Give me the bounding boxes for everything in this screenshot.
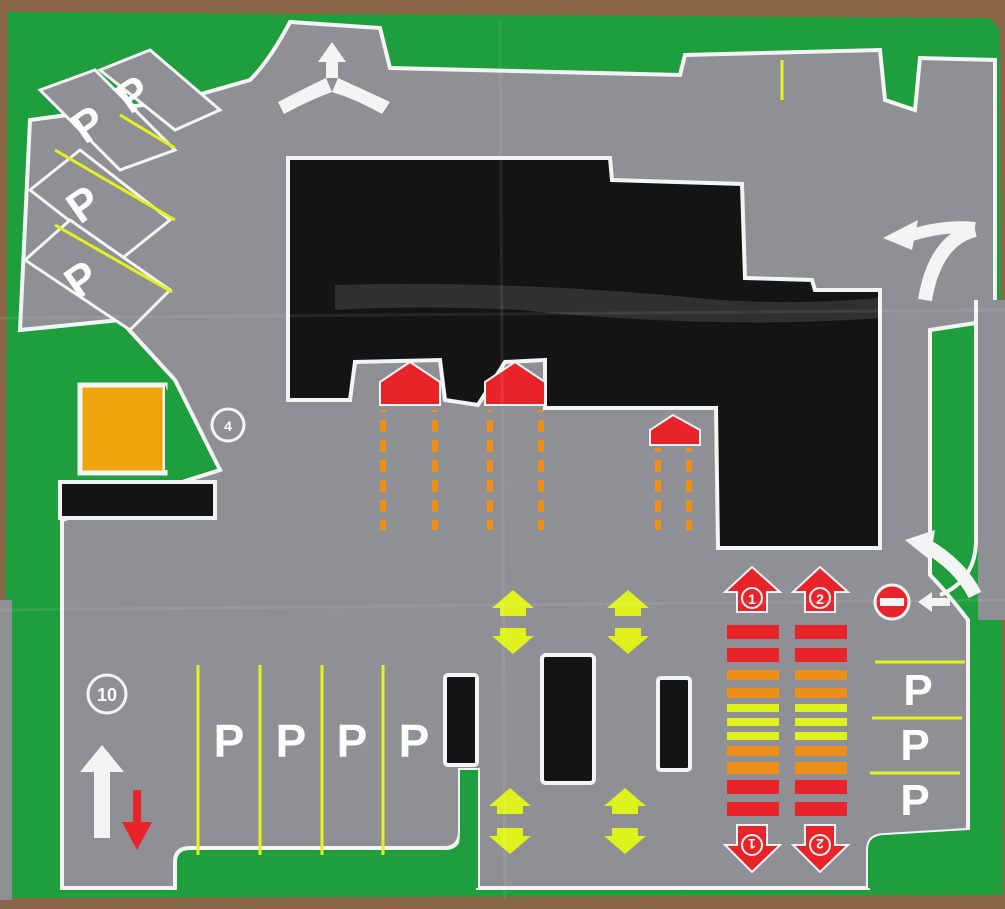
bottom-parking-lot: P P P P: [196, 665, 430, 855]
parking-label: P: [900, 776, 929, 825]
lane-2-bottom-label: 2: [816, 836, 824, 852]
lane-1-stripes: [727, 625, 779, 816]
lane-2-top-label: 2: [816, 591, 824, 607]
lane-2-stripes: [795, 625, 847, 816]
lane-1-top-label: 1: [748, 591, 756, 607]
double-arrow-icon: [607, 590, 649, 654]
lane-1-arrow: 1 1: [722, 565, 783, 874]
garage-entrance-arrows: [379, 360, 701, 530]
parking-label: P: [399, 715, 430, 767]
mat-creases: [0, 19, 1005, 901]
building-block: [540, 653, 596, 785]
lane-2-arrow: 2 2: [790, 565, 851, 874]
yellow-sign: [77, 382, 168, 476]
parking-label: P: [900, 721, 929, 770]
parking-label: P: [903, 666, 932, 715]
double-arrow-icon: [489, 788, 531, 854]
parking-label: P: [276, 715, 307, 767]
parking-line: [54, 223, 173, 294]
up-arrow-icon: [80, 745, 124, 838]
double-arrow-icon: [492, 590, 534, 654]
parking-line: [119, 113, 176, 150]
right-curb: [939, 300, 978, 597]
curved-arrow-icon: [883, 220, 978, 302]
parking-bay: [37, 68, 178, 172]
double-arrow-icon: [604, 788, 646, 854]
left-road-strip: [0, 600, 12, 900]
down-arrow-icon: [122, 790, 152, 850]
entrance-arrow-icon: [649, 413, 701, 530]
entrance-arrow-icon: [918, 592, 950, 612]
parking-bay: [97, 48, 223, 132]
building-block: [443, 673, 479, 767]
parking-line: [54, 148, 176, 222]
speed-limit-sign: 10: [86, 673, 128, 715]
speed-limit-text: 10: [97, 685, 117, 705]
building-block: [656, 676, 692, 772]
lane-1-bottom-label: 1: [748, 836, 756, 852]
sign-base-building: [58, 480, 217, 520]
grass-island: [440, 770, 478, 888]
fork-arrow-icon: [278, 42, 390, 114]
parking-label: P: [337, 715, 368, 767]
right-parking-lot: P P P: [870, 660, 965, 825]
building-reflection: [335, 284, 880, 323]
no-entry-icon: [873, 583, 911, 621]
entrance-arrow-icon: [379, 360, 441, 530]
grass-wedge: [165, 385, 200, 470]
main-building: [286, 156, 882, 550]
curved-arrow-icon: [905, 530, 982, 599]
lane-number-sign: 4: [210, 407, 246, 443]
upper-left-parking-lot: P P P P P: [22, 48, 223, 332]
entrance-arrow-icon: [484, 360, 546, 530]
lane-number-text: 4: [224, 418, 232, 434]
right-road-strip: [978, 300, 1005, 620]
parking-label: P: [214, 715, 245, 767]
grass-corner: [868, 830, 1003, 895]
